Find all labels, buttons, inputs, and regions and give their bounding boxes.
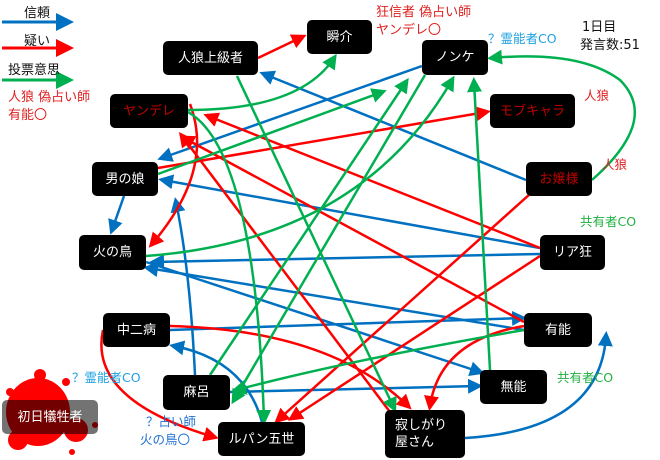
edge-trust — [158, 174, 541, 250]
node-maro[interactable]: 麻呂 — [163, 375, 230, 410]
annotation-yuunou-role-2: 有能〇 — [8, 108, 48, 123]
node-shunsuke[interactable]: 瞬介 — [307, 20, 372, 54]
edge-vote — [157, 88, 387, 176]
node-sabishigari[interactable]: 寂しがり 屋さん — [385, 410, 465, 458]
annotation-mob-wolf: 人狼 — [584, 88, 610, 103]
node-otokonoko[interactable]: 男の娘 — [92, 162, 158, 196]
edge-vote — [231, 328, 525, 395]
annotation-kyoshin-1: 狂信者 偽占い師 — [376, 5, 472, 20]
edge-doubt — [203, 112, 541, 250]
edge-trust — [464, 331, 613, 440]
edge-doubt — [148, 103, 199, 248]
day-label: 1日目 — [582, 20, 617, 35]
node-yandere[interactable]: ヤンデレ — [110, 94, 188, 128]
edge-trust — [229, 378, 483, 394]
node-chuunibyou[interactable]: 中二病 — [103, 313, 170, 347]
node-riakyo[interactable]: リア狂 — [540, 235, 605, 270]
edge-trust — [145, 260, 485, 376]
annotation-kyoshin-2: ヤンデレ〇 — [376, 23, 442, 38]
edge-vote — [231, 74, 427, 405]
legend-trust-label: 信頼 — [24, 6, 51, 21]
node-lupin[interactable]: ルパン五世 — [218, 422, 305, 456]
edge-doubt — [179, 135, 525, 324]
node-shonichi-victim[interactable]: 初日犠牲者 — [2, 400, 98, 434]
node-jinro-jokyu[interactable]: 人狼上級者 — [163, 41, 258, 75]
edge-doubt — [169, 324, 412, 410]
edge-trust — [157, 64, 423, 162]
node-ojousama[interactable]: お嬢様 — [526, 162, 592, 196]
node-sabishigari-line1: 寂しがり — [395, 418, 448, 433]
node-sabishigari-line2: 屋さん — [395, 435, 435, 450]
annotation-yuunou-role-1: 人狼 偽占い師 — [8, 90, 91, 105]
node-hinotori[interactable]: 火の鳥 — [79, 235, 146, 270]
edge-doubt — [274, 193, 531, 424]
edge-vote — [145, 75, 455, 258]
node-nonke[interactable]: ノンケ — [422, 40, 488, 75]
edge-doubt — [257, 34, 307, 60]
edge-trust — [108, 195, 126, 235]
edge-doubt — [178, 132, 391, 413]
edge-doubt — [424, 324, 525, 411]
annotation-chuuni-co: ？霊能者CO — [72, 370, 141, 385]
legend-vote-label: 投票意思 — [8, 63, 61, 78]
edge-doubt — [157, 106, 491, 170]
node-mobchara[interactable]: モブキャラ — [490, 94, 575, 128]
edge-vote — [187, 53, 337, 112]
node-munou[interactable]: 無能 — [480, 370, 547, 404]
annotation-ojou-wolf: 人狼 — [602, 157, 628, 172]
annotation-lupin-seer-1: ？占い師 — [146, 414, 197, 429]
legend-doubt-label: 疑い — [24, 34, 51, 49]
edge-vote — [467, 77, 492, 371]
edge-vote — [487, 49, 636, 181]
edge-vote — [235, 75, 397, 413]
annotation-munou-co: 共有者CO — [557, 370, 614, 385]
post-count: 発言数:51 — [580, 38, 640, 53]
annotation-nonke-co: ？霊能者CO — [488, 31, 557, 46]
node-yuunou[interactable]: 有能 — [524, 313, 592, 347]
edge-vote — [208, 77, 409, 376]
edge-doubt — [100, 329, 219, 442]
annotation-ria-co: 共有者CO — [580, 214, 637, 229]
edge-doubt — [287, 254, 541, 421]
edge-trust — [149, 252, 541, 270]
annotation-lupin-seer-2: 火の鳥〇 — [140, 432, 191, 447]
node-lupin-label: ルパン五世 — [228, 431, 295, 447]
edge-trust — [169, 310, 527, 332]
edge-trust — [169, 340, 264, 423]
